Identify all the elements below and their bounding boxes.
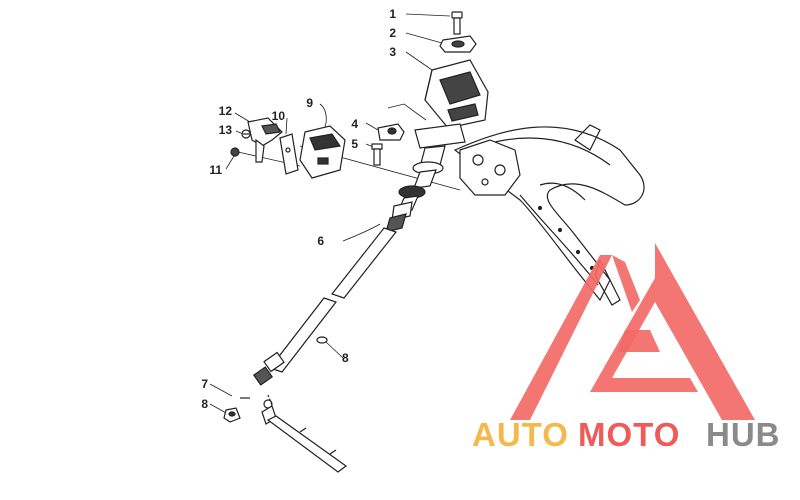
watermark-moto: MOTO: [578, 416, 680, 453]
lower-shaft: [252, 297, 337, 386]
part-5-bolt: [371, 143, 383, 166]
callout-3: 3: [389, 45, 396, 59]
part-9-support: [299, 125, 346, 179]
watermark-auto: AUTO: [472, 416, 569, 453]
callout-5: 5: [351, 137, 358, 151]
part-4-clamp: [377, 123, 405, 141]
part-6-shaft: [331, 227, 397, 299]
callout-10: 10: [272, 109, 286, 123]
callout-9: 9: [306, 96, 313, 110]
callout-1: 1: [389, 7, 396, 21]
callout-13: 13: [219, 123, 233, 137]
part-10-plate: [279, 133, 299, 175]
universal-joint: [385, 201, 413, 233]
frame-bracket: [459, 139, 521, 196]
part-13-screw: [241, 129, 251, 139]
watermark-hub: HUB: [706, 416, 781, 453]
callout-labels: 1 2 3 4 5 6 7 8 8 9 10 11 12 13: [201, 7, 396, 411]
steering-arm: [261, 394, 348, 473]
part-12-bracket: [247, 117, 283, 163]
callout-8-right: 8: [342, 351, 349, 365]
watermark-logo: AUTO MOTO HUB: [472, 243, 781, 453]
callout-7: 7: [201, 377, 208, 391]
callout-4: 4: [351, 117, 358, 131]
watermark-triangle: [510, 243, 755, 420]
callout-6: 6: [317, 234, 324, 248]
part-2-cap: [439, 35, 477, 53]
callout-8-lower-left: 8: [201, 397, 208, 411]
part-11-nut: [230, 147, 240, 157]
callout-12: 12: [219, 104, 233, 118]
part-1-bolt: [451, 11, 463, 35]
leader-lines: [209, 13, 461, 415]
callout-11: 11: [209, 163, 222, 177]
callout-2: 2: [389, 26, 396, 40]
part-8-nut: [223, 407, 241, 423]
steering-post-upper: [397, 123, 466, 213]
part-3-handlebar-block: [424, 59, 489, 129]
